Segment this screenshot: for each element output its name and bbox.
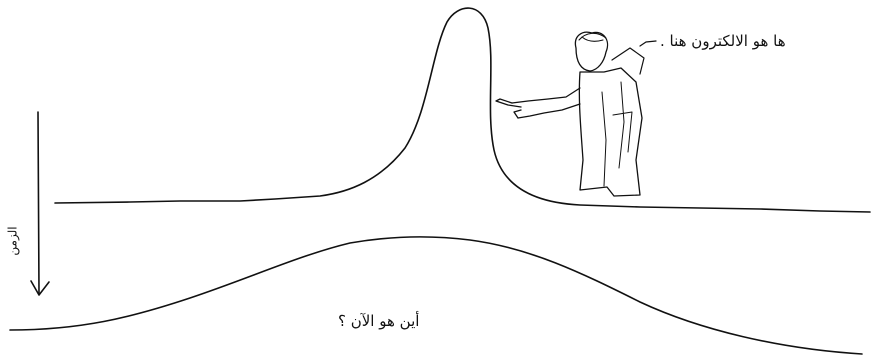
pointing-man-sketch-icon <box>495 31 657 197</box>
man-hair <box>578 32 607 42</box>
time-axis <box>30 111 50 296</box>
electron-here-label: ها هو الالكترون هنا . <box>660 32 786 50</box>
speech-line <box>639 40 657 47</box>
man-robe <box>578 67 643 197</box>
time-axis-line <box>37 111 40 295</box>
man-pointing-hand <box>495 98 522 119</box>
spread-wave-packet-curve <box>9 236 863 355</box>
man-head <box>574 31 609 72</box>
time-axis-label: الزمن <box>5 226 20 256</box>
man-back-arm <box>611 47 645 75</box>
man-robe-folds <box>601 81 633 187</box>
localized-wave-packet-curve <box>54 7 871 213</box>
where-now-label: أين هو الآن ؟ <box>338 312 420 330</box>
time-axis-arrowhead <box>30 280 50 296</box>
man-pointing-arm <box>511 87 581 119</box>
